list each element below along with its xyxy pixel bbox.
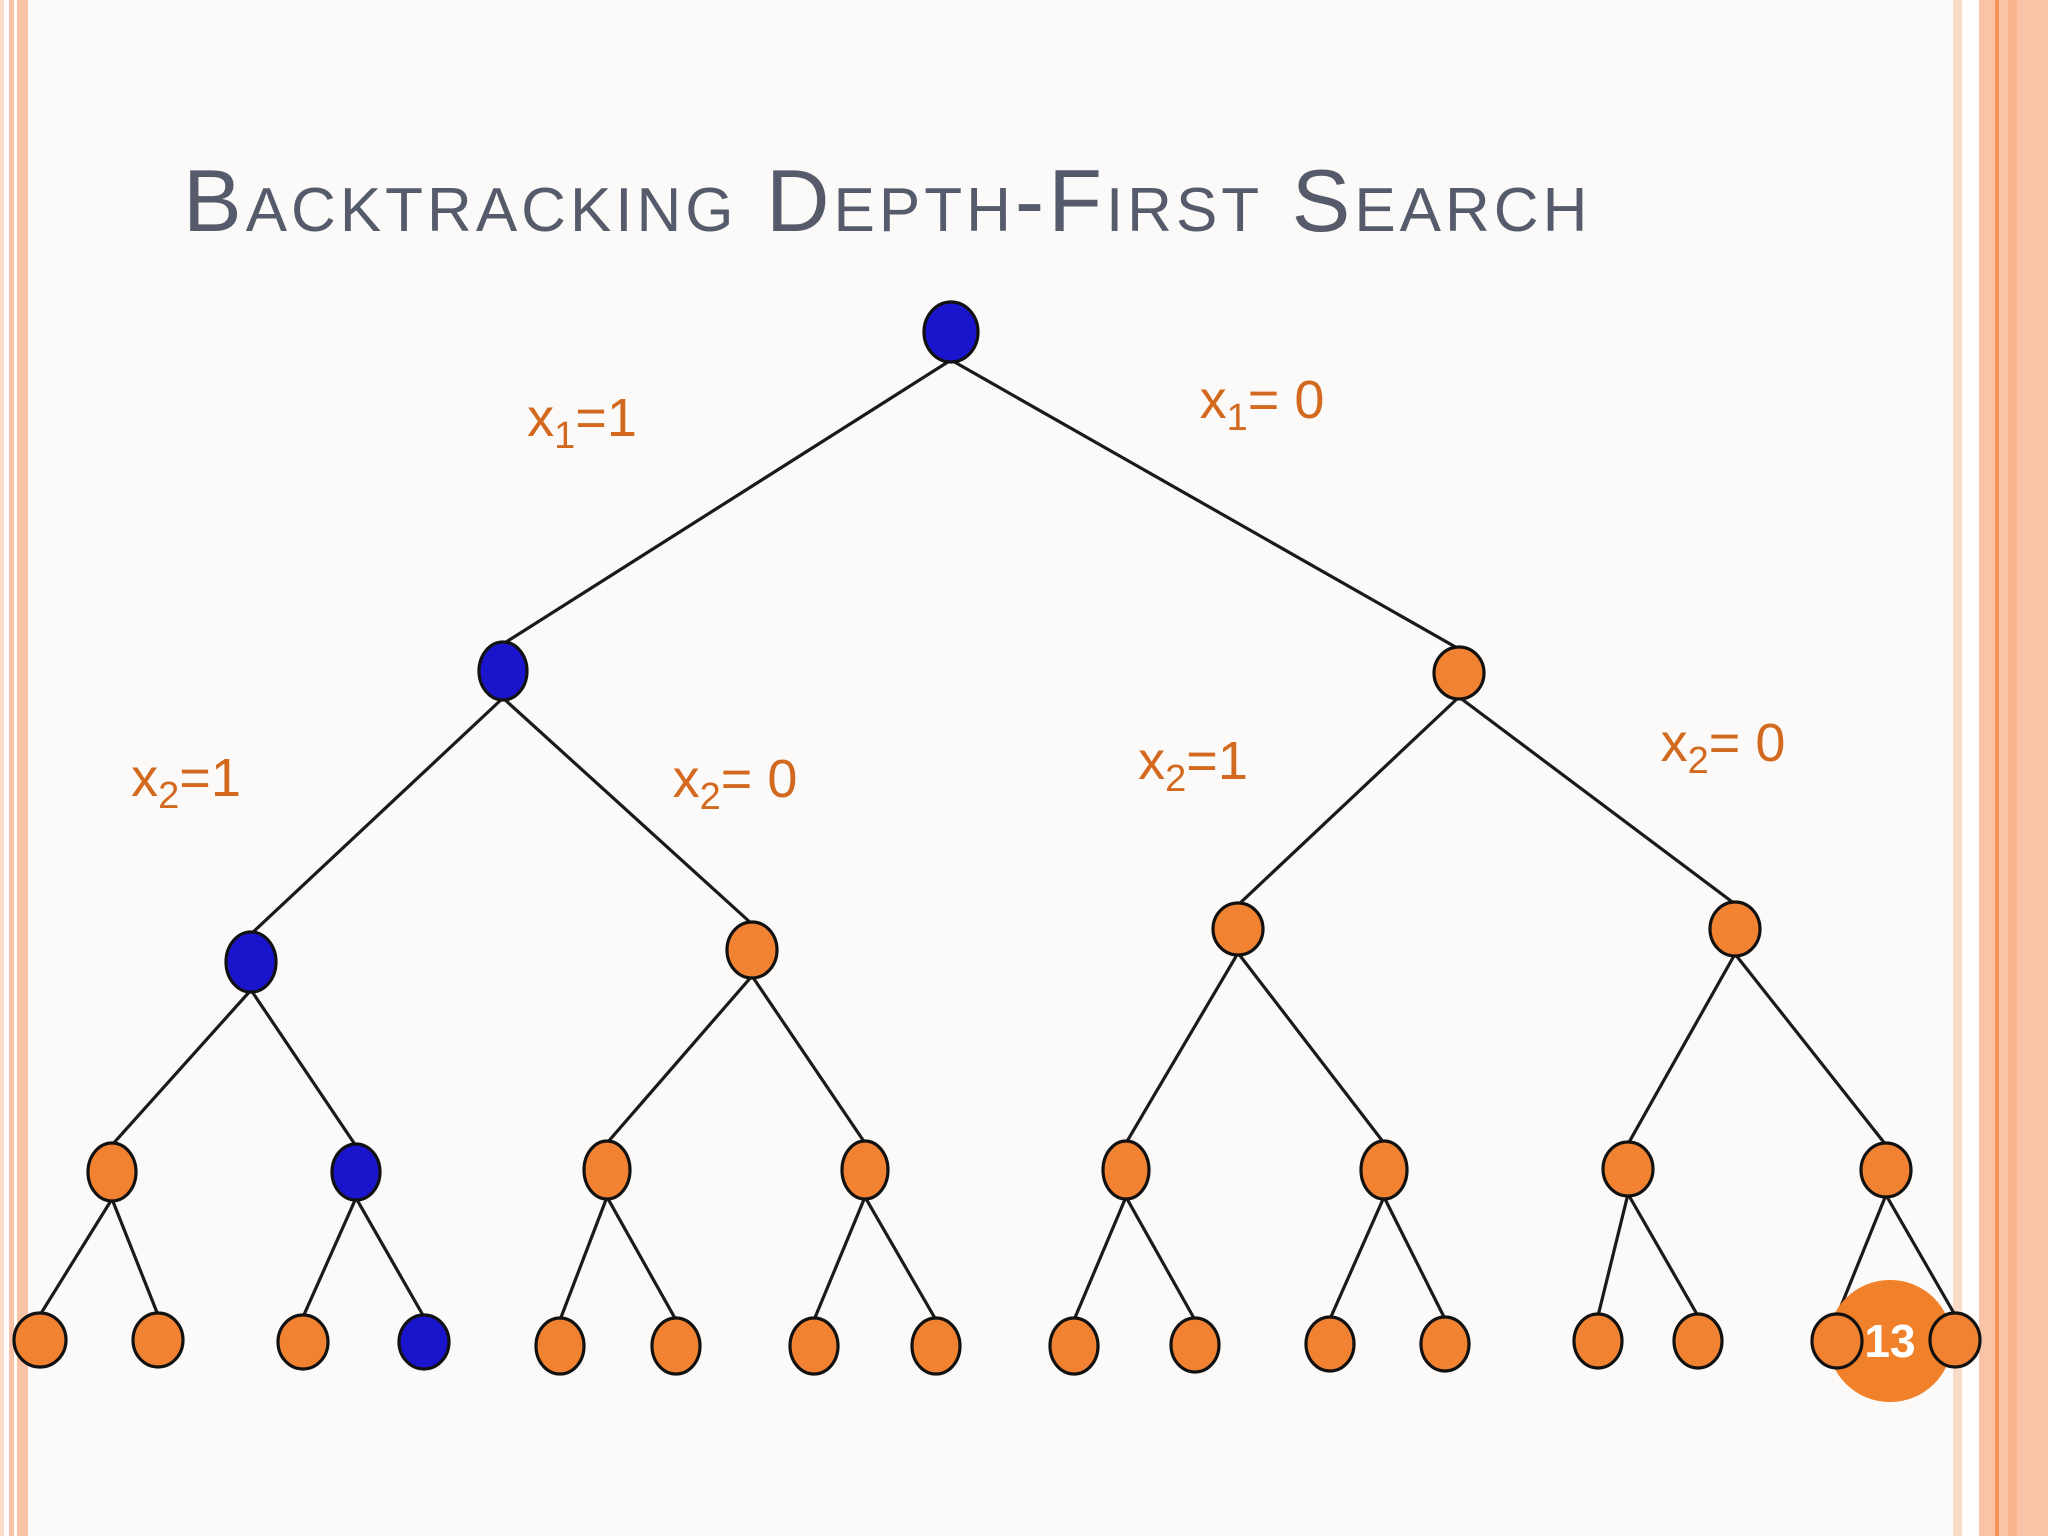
tree-node-d2-orange [276, 1313, 330, 1371]
tree-edge-c1-d3 [354, 1197, 426, 1318]
border-stripe [1999, 0, 2008, 1536]
border-stripe [4, 0, 9, 1536]
border-stripe [14, 0, 17, 1536]
tree-edge-c7-d14 [1835, 1194, 1888, 1317]
tree-node-b2-orange [1211, 901, 1265, 957]
tree-edge-a0-b0 [249, 696, 505, 936]
edge-label: x2= 0 [673, 749, 798, 818]
tree-edge-b1-c2 [605, 974, 754, 1145]
tree-node-d13-orange [1672, 1312, 1724, 1370]
border-stripe [9, 0, 14, 1536]
edge-label: x1= 0 [1200, 370, 1325, 439]
tree-edge-c2-d4 [558, 1196, 609, 1321]
tree-edge-r-a1 [950, 358, 1460, 651]
tree-edge-c6-d13 [1626, 1193, 1700, 1317]
edge-label: x1=1 [527, 388, 637, 457]
tree-node-r-blue [922, 300, 980, 364]
border-stripe [17, 0, 28, 1536]
page-number-badge: 13 [1828, 1280, 1952, 1402]
tree-node-d1-orange [131, 1311, 185, 1369]
border-stripe [0, 0, 4, 1536]
tree-node-d11-orange [1419, 1315, 1471, 1373]
tree-node-a0-blue [477, 640, 529, 702]
border-stripe [2008, 0, 2017, 1536]
tree-edge-c4-d8 [1072, 1196, 1128, 1321]
tree-node-c4-orange [1101, 1139, 1151, 1201]
border-stripe [2017, 0, 2048, 1536]
tree-node-c0-orange [86, 1141, 138, 1203]
tree-node-b0-blue [224, 930, 278, 994]
tree-node-c1-blue [330, 1142, 382, 1202]
tree-node-c5-orange [1359, 1139, 1409, 1201]
tree-node-b1-orange [725, 920, 779, 980]
tree-edge-b0-c1 [249, 989, 358, 1147]
tree-edge-b3-c7 [1733, 953, 1888, 1146]
border-stripe [1979, 0, 1995, 1536]
tree-node-d14-orange [1810, 1312, 1864, 1370]
page-number-circle [1828, 1280, 1952, 1402]
tree-edge-c3-d7 [863, 1196, 938, 1321]
tree-edge-c4-d9 [1124, 1196, 1197, 1321]
edge-label: x2=1 [1138, 731, 1248, 800]
tree-node-a1-orange [1432, 645, 1486, 701]
tree-node-d6-orange [788, 1316, 840, 1376]
edge-labels: x1=1 x1= 0 x2=1 x2= 0 x2=1 x2= 0 [131, 370, 1785, 818]
tree-edge-c7-d15 [1884, 1194, 1957, 1316]
tree-edge-b3-c6 [1626, 953, 1737, 1145]
tree-node-d8-orange [1048, 1316, 1100, 1376]
tree-node-d12-orange [1572, 1312, 1624, 1370]
tree-edge-c3-d6 [812, 1196, 867, 1321]
tree-node-d0-orange [12, 1311, 68, 1369]
tree-edge-a0-b1 [501, 696, 754, 926]
tree-edge-c0-d0 [38, 1198, 114, 1316]
tree-edge-c0-d1 [110, 1198, 160, 1316]
tree-edge-c6-d12 [1596, 1193, 1630, 1317]
tree-node-b3-orange [1708, 900, 1762, 958]
border-stripe [1962, 0, 1979, 1536]
tree-edge-c1-d2 [301, 1197, 358, 1318]
tree-edge-c5-d11 [1382, 1196, 1447, 1320]
tree-node-c2-orange [582, 1139, 632, 1201]
tree-node-d5-orange [650, 1316, 702, 1376]
tree-edge-r-a0 [502, 358, 952, 646]
tree-edges [38, 358, 1957, 1321]
tree-node-d9-orange [1169, 1316, 1221, 1374]
tree-node-c6-orange [1601, 1140, 1655, 1198]
tree-edge-b2-c5 [1236, 952, 1386, 1144]
tree-edge-c5-d10 [1328, 1196, 1386, 1320]
tree-nodes [12, 300, 1982, 1376]
page-number: 13 [1864, 1315, 1915, 1367]
tree-node-d7-orange [910, 1316, 962, 1376]
border-stripe [1995, 0, 1999, 1536]
tree-node-d4-orange [534, 1316, 586, 1376]
edge-label: x2=1 [131, 748, 241, 817]
tree-edge-c2-d5 [605, 1196, 678, 1321]
tree-node-d15-orange [1928, 1311, 1982, 1369]
tree-node-c3-orange [840, 1139, 890, 1201]
slide-title: Backtracking Depth-First Search [183, 151, 1592, 250]
tree-edge-b2-c4 [1124, 952, 1240, 1144]
edge-label: x2= 0 [1661, 713, 1786, 782]
tree-node-d10-orange [1304, 1315, 1356, 1373]
border-stripe [1953, 0, 1962, 1536]
tree-edge-a1-b3 [1458, 695, 1736, 906]
tree-node-d3-blue [397, 1313, 451, 1371]
tree-edge-b0-c0 [110, 988, 253, 1147]
tree-edge-a1-b2 [1236, 695, 1461, 907]
tree-node-c7-orange [1859, 1141, 1913, 1199]
tree-edge-b1-c3 [750, 975, 867, 1144]
